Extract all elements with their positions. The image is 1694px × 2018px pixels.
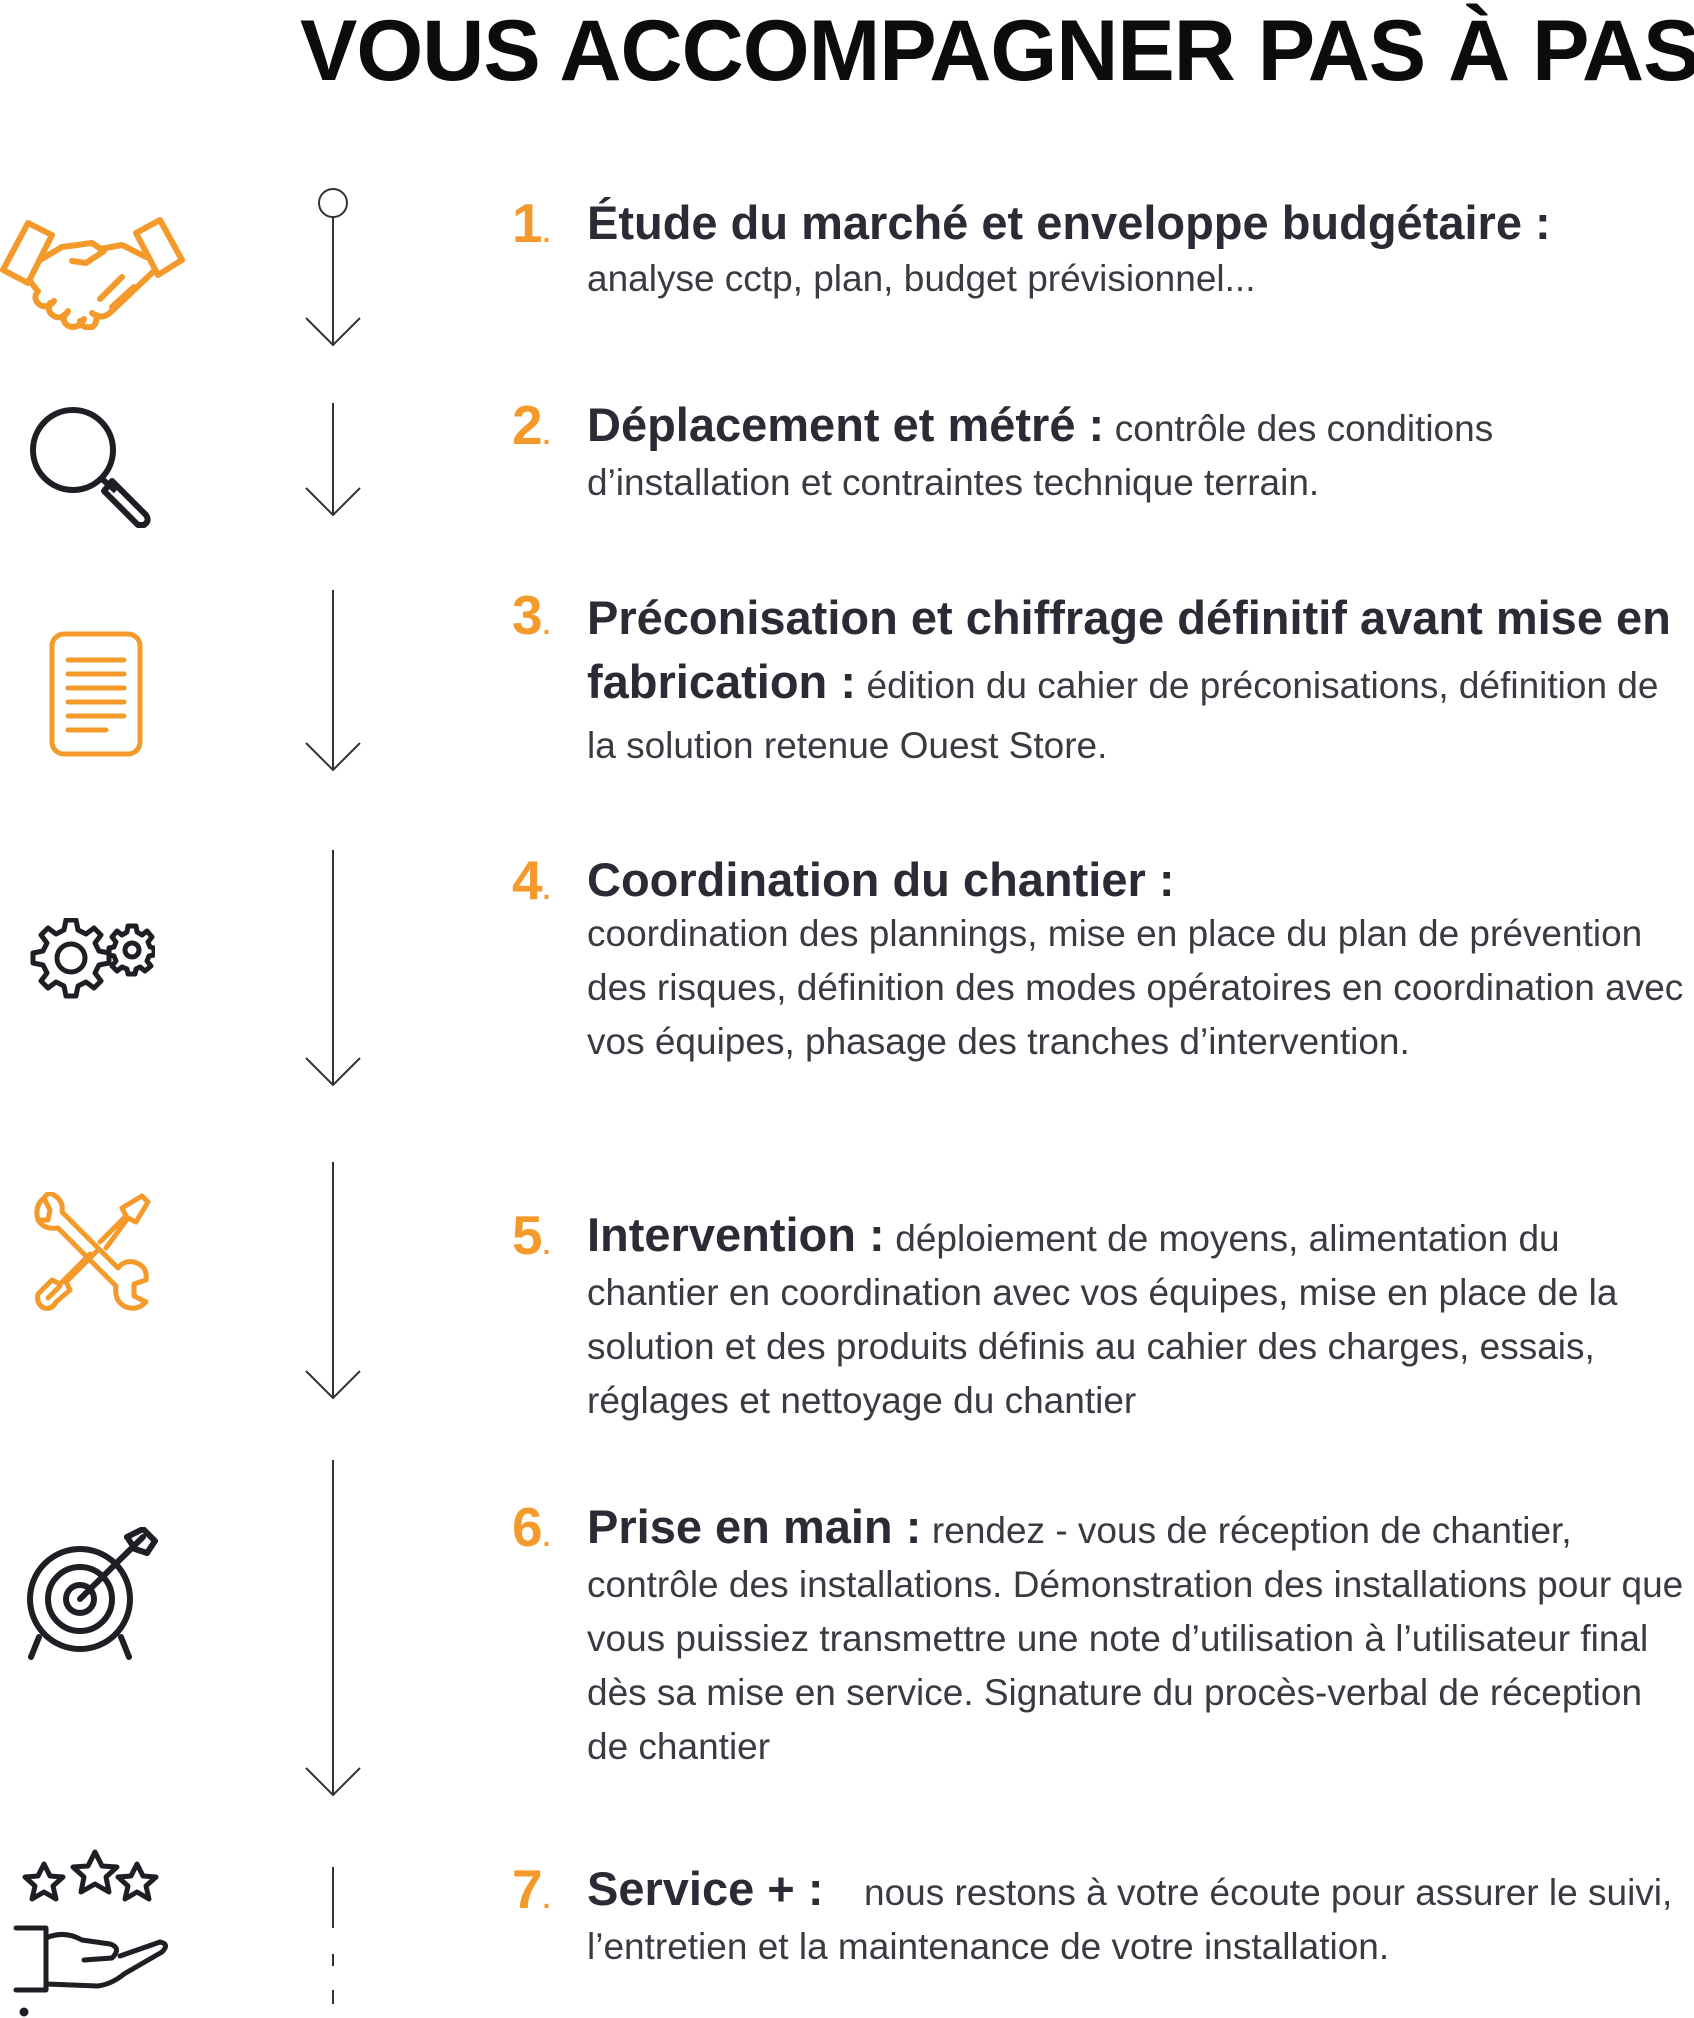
step-description: nous restons à votre écoute pour assurer… [587,1872,1673,1967]
step-heading: Déplacement et métré : [587,398,1105,451]
step-number: 1. [512,192,551,254]
step-heading: Prise en main : [587,1500,922,1553]
step-description: contrôle des conditions d’installation e… [587,408,1494,503]
timeline-start-circle [318,188,348,218]
timeline [305,188,361,2004]
magnifier-icon [28,405,158,530]
tools-icon [30,1192,152,1314]
step-number: 5. [512,1204,551,1266]
step-6: 6. Prise en main : rendez - vous de réce… [512,1500,1692,1800]
step-number: 3. [512,584,551,646]
step-1: 1. Étude du marché et enveloppe budgétai… [512,196,1692,326]
handshake-icon [0,215,185,330]
step-7: 7. Service + : nous restons à votre écou… [512,1862,1692,1992]
target-icon [25,1527,160,1662]
step-number: 7. [512,1858,551,1920]
step-number: 6. [512,1496,551,1558]
step-3: 3. Préconisation et chiffrage définitif … [512,588,1692,778]
step-heading: Coordination du chantier : [587,853,1175,906]
step-description: édition du cahier de préconisations, déf… [587,665,1659,766]
step-description: analyse cctp, plan, budget prévisionnel.… [587,258,1256,299]
step-heading: Service + : [587,1862,824,1915]
step-heading: Préconisation et chiffrage définitif ava… [587,591,1671,708]
stars-hand-icon [12,1848,172,2018]
step-number: 4. [512,849,551,911]
page-title: VOUS ACCOMPAGNER PAS À PAS [300,3,1694,99]
step-number: 2. [512,394,551,456]
step-5: 5. Intervention : déploiement de moyens,… [512,1208,1692,1448]
step-description: coordination des plannings, mise en plac… [587,913,1684,1062]
step-description: rendez - vous de réception de chantier, … [587,1510,1684,1767]
step-description: déploiement de moyens, alimentation du c… [587,1218,1618,1421]
document-icon [48,630,144,758]
step-4: 4. Coordination du chantier : coordinati… [512,853,1692,1123]
step-heading: Intervention : [587,1208,885,1261]
step-heading: Étude du marché et enveloppe budgétaire … [587,196,1551,249]
gears-icon [30,918,155,1000]
step-2: 2. Déplacement et métré : contrôle des c… [512,398,1692,528]
